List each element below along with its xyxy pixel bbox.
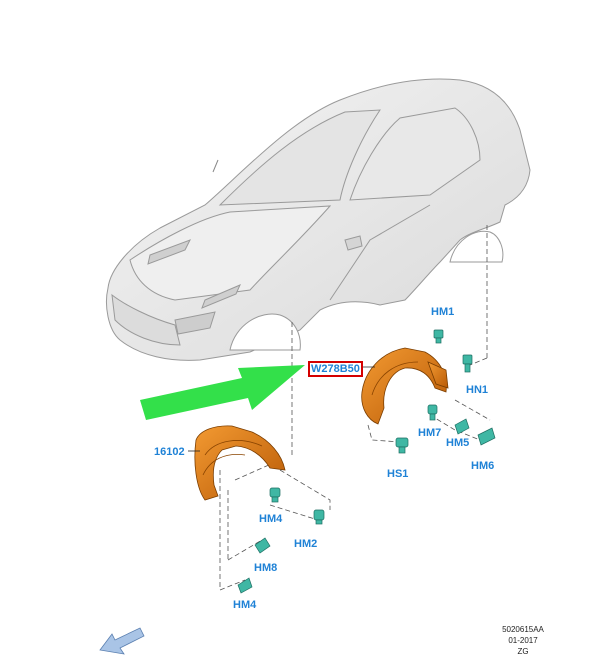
callout-hm1: HM1 xyxy=(431,306,455,318)
callout-hm8: HM8 xyxy=(254,562,278,574)
rear-liner-flap xyxy=(427,361,449,389)
line-front-clip-chain xyxy=(279,469,331,510)
fasteners xyxy=(237,329,496,594)
callout-hn1: HN1 xyxy=(466,384,489,396)
callout-hm2: HM2 xyxy=(294,538,318,550)
clip-hn1 xyxy=(462,354,473,373)
headlight xyxy=(174,311,216,335)
rear-liner-shape xyxy=(361,347,447,425)
clip-hm1 xyxy=(433,329,444,344)
view-arrow-shape xyxy=(99,627,145,655)
door-line xyxy=(329,204,431,301)
view-direction-arrow-icon xyxy=(99,627,145,655)
car-body-illustration xyxy=(106,78,531,361)
clip-hm6 xyxy=(477,427,496,446)
front-wheel-arch xyxy=(229,313,301,351)
rear-wheel-arch xyxy=(449,230,504,263)
assembly-lines xyxy=(219,225,491,591)
footer-suffix: ZG xyxy=(517,647,529,656)
hood-vent-left xyxy=(147,239,192,265)
windshield xyxy=(218,109,381,206)
callout-hm5: HM5 xyxy=(446,437,470,449)
front-grille xyxy=(111,293,181,346)
callout-hm4-upper: HM4 xyxy=(259,513,283,525)
clip-hm5 xyxy=(454,418,470,435)
hood xyxy=(129,205,332,301)
callout-hm7: HM7 xyxy=(418,427,442,439)
clip-hm4-upper xyxy=(269,487,281,503)
clip-hm2 xyxy=(313,509,325,525)
hood-vent-right xyxy=(201,284,241,309)
callout-16102: 16102 xyxy=(154,446,185,458)
side-mirror xyxy=(344,235,363,251)
rear-liner-rib xyxy=(371,361,419,396)
line-rear-to-hn1 xyxy=(469,357,488,366)
side-window xyxy=(349,107,481,201)
callout-hm4-lower: HM4 xyxy=(233,599,257,611)
green-arrow-shape xyxy=(140,365,305,420)
line-hm7-to-hm5 xyxy=(429,414,481,441)
line-hm5-to-hm6 xyxy=(454,399,491,421)
highlight-arrow xyxy=(140,365,305,420)
clip-hm8 xyxy=(254,537,271,554)
line-front-clip-hm2 xyxy=(269,504,319,521)
rear-wheel-liner xyxy=(361,347,449,425)
footer-code: 5020615AA xyxy=(502,625,544,634)
front-wheel-liner xyxy=(194,425,286,501)
callout-w278b50: W278B50 xyxy=(308,361,363,377)
line-rear-liner-to-hs1 xyxy=(367,424,401,443)
callout-hm6: HM6 xyxy=(471,460,495,472)
clip-hm4-lower xyxy=(237,577,253,594)
footer-date: 01-2017 xyxy=(508,636,538,645)
front-liner-rib-2 xyxy=(202,453,246,476)
antenna xyxy=(212,159,219,173)
clip-hm7 xyxy=(427,404,438,421)
line-front-hm8 xyxy=(227,539,263,561)
front-liner-rib xyxy=(204,440,263,456)
callout-hs1: HS1 xyxy=(387,468,409,480)
line-front-hm4-lower xyxy=(219,579,246,591)
clip-hs1 xyxy=(395,437,409,454)
